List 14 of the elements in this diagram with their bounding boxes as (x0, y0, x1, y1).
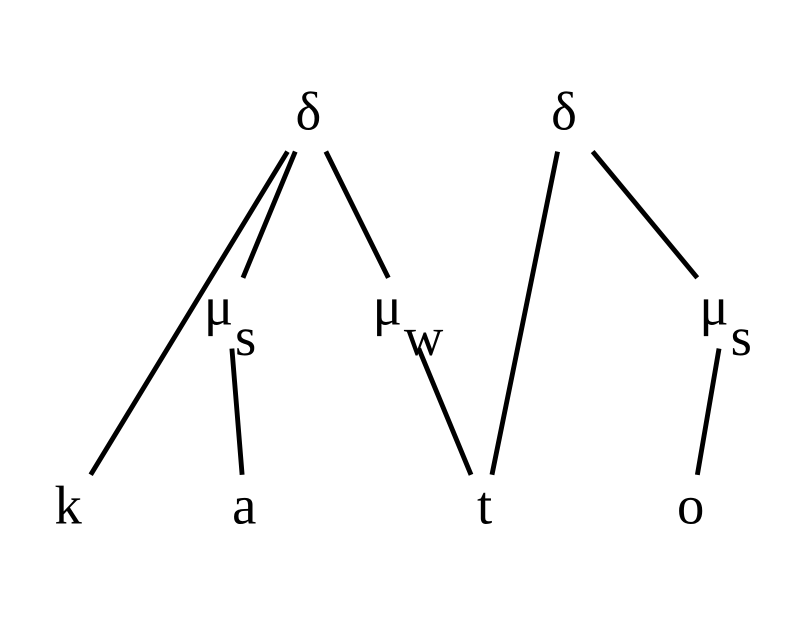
node-text: a (232, 474, 256, 536)
connector (240, 150, 298, 278)
connector (590, 149, 700, 279)
connector (416, 347, 474, 476)
connector (490, 150, 560, 475)
connector (229, 348, 245, 475)
connector (88, 150, 290, 476)
node-text: o (677, 474, 704, 536)
connector (324, 150, 391, 278)
node-text: t (477, 474, 492, 536)
connector (694, 348, 722, 475)
node-text: δ (296, 80, 322, 141)
node-text: k (54, 474, 82, 536)
node-text: δ (551, 80, 577, 141)
